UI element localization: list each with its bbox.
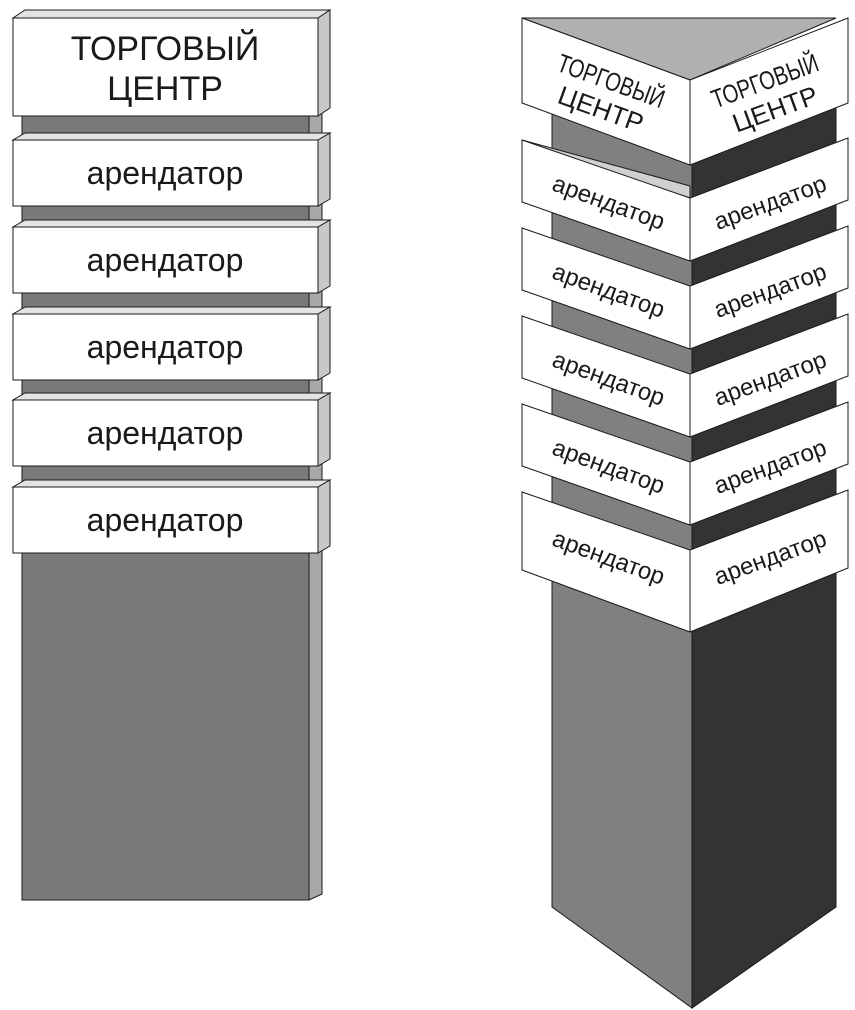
flat-header-line2: ЦЕНТР <box>107 70 223 108</box>
flat-pylon: ТОРГОВЫЙ ЦЕНТР арендатор арендатор аренд… <box>11 9 332 901</box>
prism-tenant-panel-5: арендатор арендатор <box>521 489 849 633</box>
flat-tenant-panel-3: арендатор <box>11 306 332 381</box>
prism-header-panel: ТОРГОВЫЙ ЦЕНТР ТОРГОВЫЙ ЦЕНТР <box>521 17 849 166</box>
flat-tenant-panel-4: арендатор <box>11 392 332 467</box>
prism-tenant-panel-3: арендатор арендатор <box>521 313 849 438</box>
flat-tenant-label-4: арендатор <box>87 415 244 451</box>
flat-header-line1: ТОРГОВЫЙ <box>71 30 260 68</box>
flat-tenant-panel-2: арендатор <box>11 219 332 294</box>
flat-tenant-label-2: арендатор <box>87 242 244 278</box>
flat-tenant-panel-5: арендатор <box>11 479 332 554</box>
prism-pylon: ТОРГОВЫЙ ЦЕНТР ТОРГОВЫЙ ЦЕНТР арендатор … <box>521 17 849 1009</box>
flat-tenant-label-5: арендатор <box>87 502 244 538</box>
flat-tenant-panel-1: арендатор <box>11 132 332 207</box>
flat-tenant-label-3: арендатор <box>87 329 244 365</box>
flat-tenant-label-1: арендатор <box>87 155 244 191</box>
flat-header-panel: ТОРГОВЫЙ ЦЕНТР <box>11 9 332 117</box>
